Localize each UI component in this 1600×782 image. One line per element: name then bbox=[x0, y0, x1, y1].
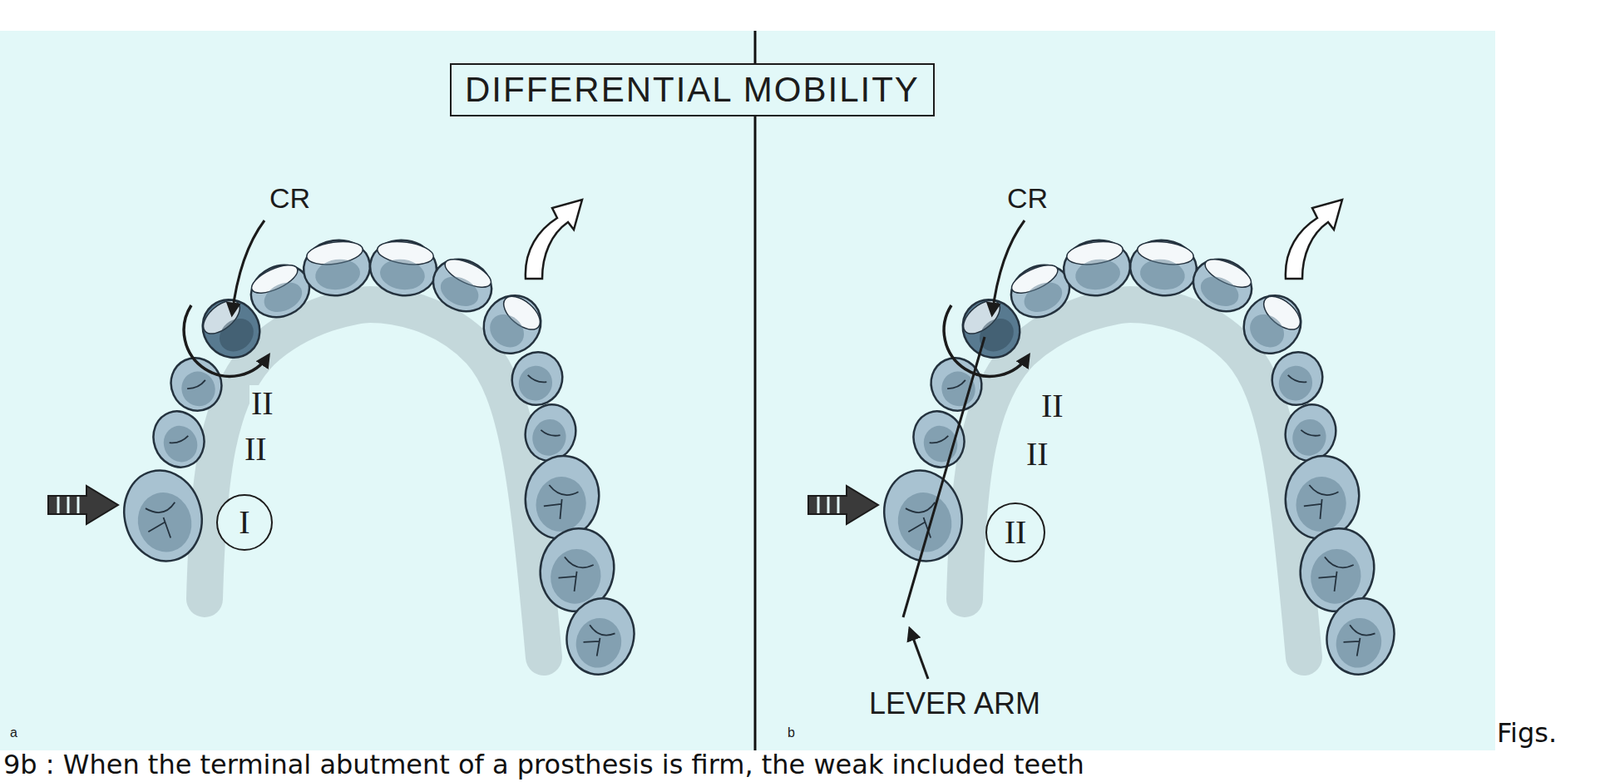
center-label-holder: CR bbox=[267, 182, 312, 214]
mobility-grade: II bbox=[1024, 435, 1051, 473]
panel-divider bbox=[754, 30, 757, 751]
center-label: CR bbox=[1005, 182, 1050, 214]
title-box: DIFFERENTIAL MOBILITY bbox=[449, 63, 935, 117]
center-label: CR bbox=[267, 182, 312, 214]
dental-arch-a bbox=[48, 199, 643, 682]
mobility-grade-holder: II bbox=[1024, 435, 1051, 473]
title-text: DIFFERENTIAL MOBILITY bbox=[464, 69, 920, 110]
panel-letter: b bbox=[785, 725, 797, 741]
dental-arch-b bbox=[808, 199, 1403, 682]
lever-arm-label-holder: LEVER ARM bbox=[867, 686, 1042, 721]
panel-letter-holder: a bbox=[8, 725, 20, 741]
panel-letter: a bbox=[8, 725, 20, 741]
grade-circle: I bbox=[216, 493, 273, 551]
mobility-grade: II bbox=[1039, 387, 1066, 425]
center-label-holder: CR bbox=[1005, 182, 1050, 214]
grade-text: I bbox=[238, 505, 250, 539]
caption-text: Figs. 9b : When the terminal abutment of… bbox=[3, 716, 1585, 781]
lever-arm-line bbox=[903, 336, 985, 618]
lever-arm-pointer bbox=[909, 628, 929, 679]
caption-holder: Figs. 9b : When the terminal abutment of… bbox=[3, 716, 1585, 781]
mobility-grade-holder: II bbox=[249, 385, 276, 422]
mobility-grade: II bbox=[242, 430, 269, 468]
panel-letter-holder: b bbox=[785, 725, 797, 741]
panel-ground bbox=[0, 30, 1496, 751]
grade-text: II bbox=[1004, 515, 1028, 549]
mobility-grade: II bbox=[249, 385, 276, 422]
grade-circle: II bbox=[985, 502, 1046, 563]
mobility-grade-holder: II bbox=[1039, 387, 1066, 425]
lever-arm-label: LEVER ARM bbox=[867, 686, 1042, 721]
mobility-grade-holder: II bbox=[242, 430, 269, 468]
